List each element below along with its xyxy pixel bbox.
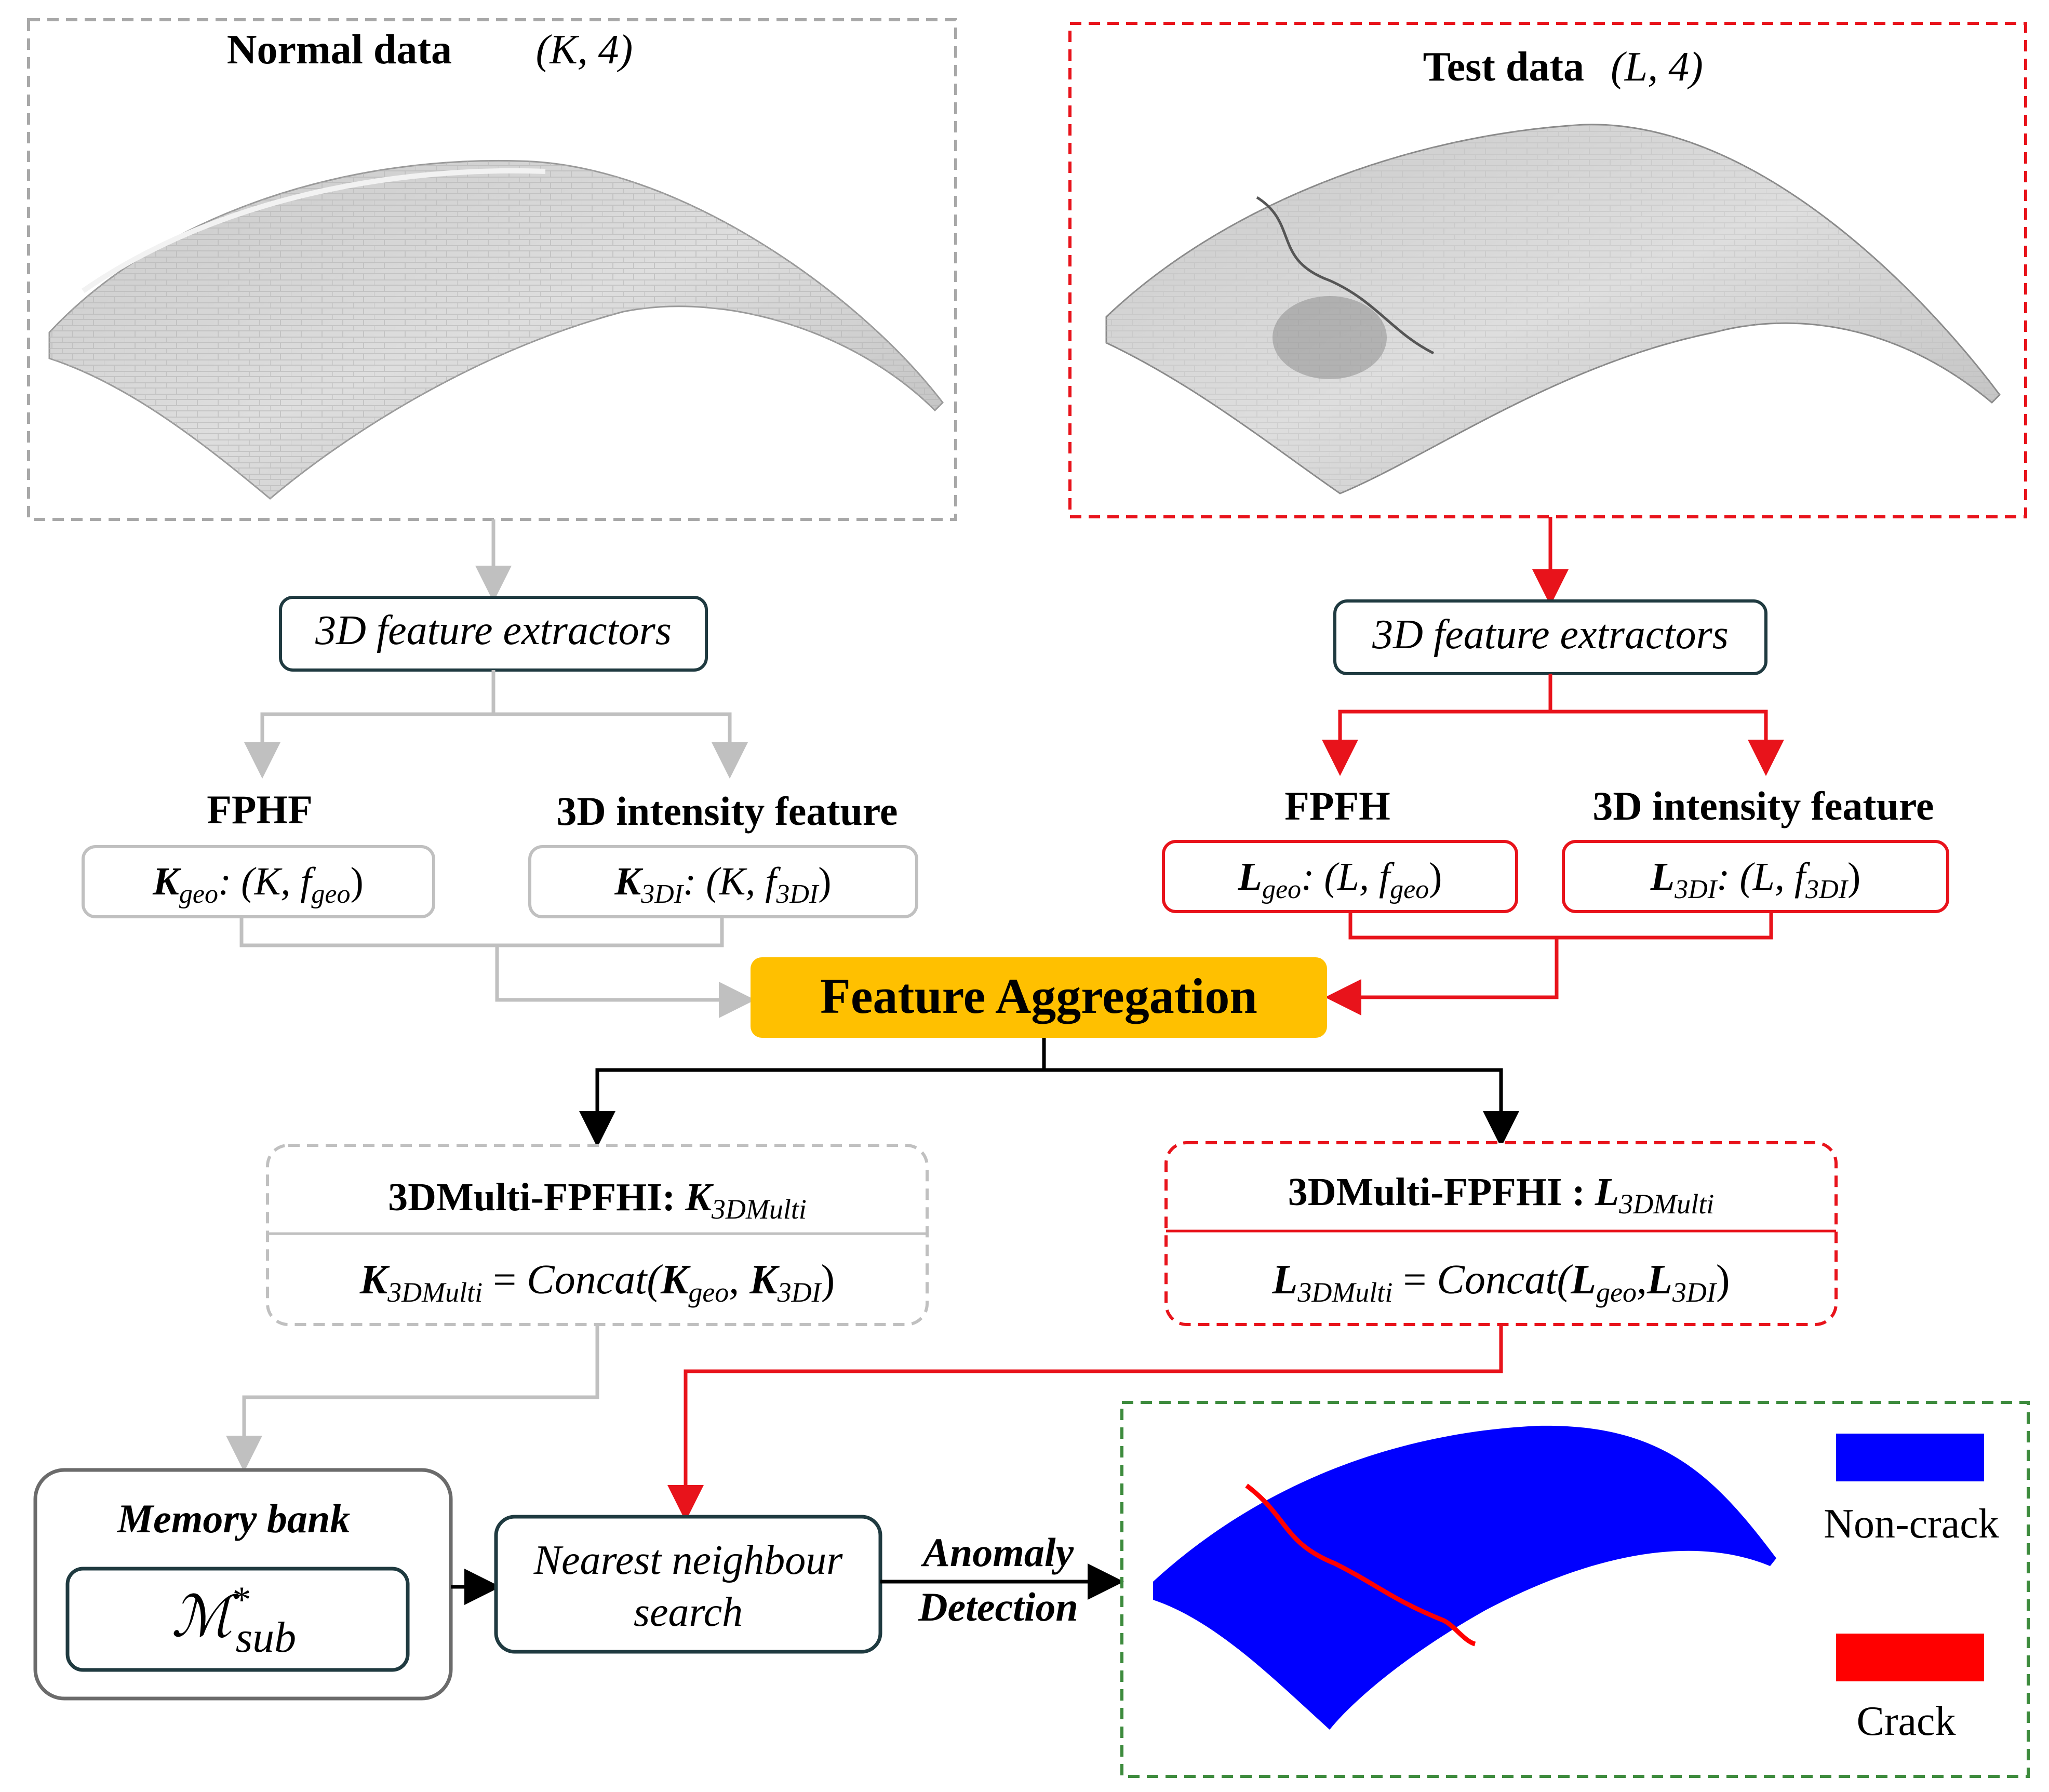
l-3di-box	[1562, 840, 1949, 913]
feature-aggregation-box	[751, 957, 1327, 1038]
anomaly-line1: Anomaly	[920, 1530, 1074, 1575]
l-geo-box	[1162, 840, 1518, 913]
k-to-memory-connector	[226, 1325, 599, 1472]
test-data-shape: (L, 4)	[1611, 44, 1703, 90]
k-3dmulti-title: 3DMulti-FPFHI: K3DMulti	[388, 1175, 807, 1225]
memory-bank-title: Memory bank	[116, 1496, 351, 1541]
memory-bank-inner-box	[65, 1567, 410, 1672]
left-branch: 3D feature extractors FPHF 3D intensity …	[82, 519, 918, 1018]
normal-data-panel: Normal data (K, 4)	[27, 18, 957, 521]
crack-detection-result-image	[1153, 1425, 1776, 1730]
left-geo-header: FPHF	[207, 787, 313, 832]
test-data-panel: Test data (L, 4)	[1068, 22, 2027, 518]
k-geo-box	[82, 845, 435, 918]
anomaly-line2: Detection	[918, 1584, 1078, 1629]
l-geo-expression: Lgeo: (L, fgeo)	[1238, 855, 1442, 904]
test-point-cloud-image	[1105, 124, 2001, 494]
legend-swatch-non-crack	[1836, 1434, 1984, 1481]
nn-search-line2: search	[634, 1589, 743, 1635]
nearest-neighbour-search: Nearest neighbour search	[494, 1515, 882, 1654]
memory-bank: Memory bank ℳ*sub	[33, 1468, 453, 1701]
l-3dmulti-box: 3DMulti-FPFHI : L3DMulti L3DMulti = Conc…	[1164, 1141, 1838, 1326]
nn-search-line1: Nearest neighbour	[533, 1537, 843, 1583]
anomaly-detection-step: Anomaly Detection	[880, 1530, 1124, 1629]
test-data-title: Test data	[1423, 44, 1584, 90]
k-3di-expression: K3DI: (K, f3DI)	[614, 860, 831, 909]
normal-point-cloud-image	[48, 159, 944, 500]
result-panel: Non-crack Crack	[1120, 1401, 2030, 1778]
k-3dmulti-formula: K3DMulti = Concat(Kgeo, K3DI)	[359, 1257, 835, 1308]
l-3dmulti-formula: L3DMulti = Concat(Lgeo,L3DI)	[1271, 1257, 1730, 1308]
k-geo-expression: Kgeo: (K, fgeo)	[152, 860, 364, 909]
l-to-search-connector	[667, 1325, 1503, 1521]
normal-data-title: Normal data	[227, 27, 452, 73]
legend-label-crack: Crack	[1856, 1699, 1956, 1744]
right-intensity-header: 3D intensity feature	[1592, 783, 1934, 828]
legend-swatch-crack	[1836, 1634, 1984, 1681]
l-3dmulti-title: 3DMulti-FPFHI : L3DMulti	[1288, 1170, 1714, 1220]
feature-aggregation: Feature Aggregation	[579, 957, 1519, 1147]
feature-aggregation-label: Feature Aggregation	[820, 968, 1257, 1024]
legend: Non-crack Crack	[1824, 1434, 1999, 1744]
l-3di-expression: L3DI: (L, f3DI)	[1650, 855, 1861, 904]
right-feature-extractor-label: 3D feature extractors	[1372, 612, 1729, 658]
k-3dmulti-box: 3DMulti-FPFHI: K3DMulti K3DMulti = Conca…	[266, 1144, 929, 1326]
right-branch: 3D feature extractors FPFH 3D intensity …	[1162, 517, 1949, 1015]
memory-bank-symbol: ℳ*sub	[171, 1579, 296, 1662]
left-intensity-header: 3D intensity feature	[556, 788, 898, 834]
right-geo-header: FPFH	[1284, 783, 1390, 828]
normal-data-shape: (K, 4)	[536, 27, 633, 73]
left-feature-extractor-label: 3D feature extractors	[315, 608, 672, 653]
legend-label-non-crack: Non-crack	[1824, 1501, 1999, 1547]
